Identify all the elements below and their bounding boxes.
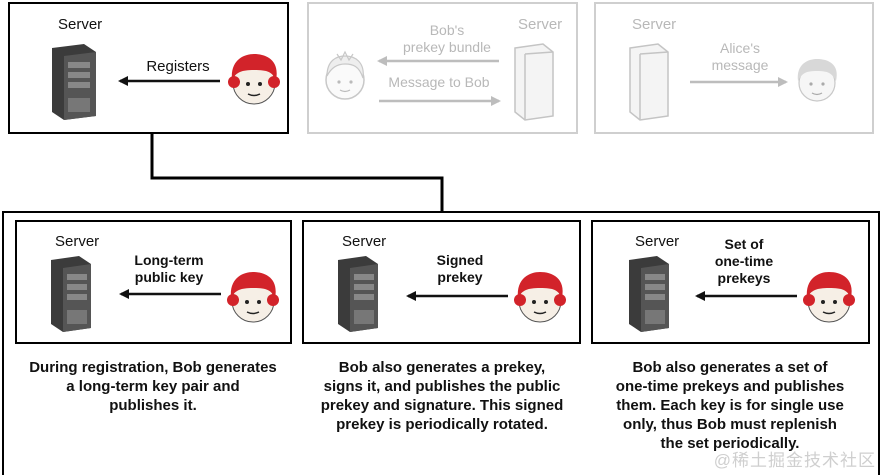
long-term-key-arrow [119,289,221,299]
bob-avatar-icon [228,54,280,105]
bob-avatar-icon [797,59,837,102]
register-panel: Server Registers [8,2,289,134]
server-label: Server [632,16,677,33]
server-label: Server [55,233,100,250]
server-icon [629,43,669,121]
alice-avatar-icon [325,50,365,100]
signed-prekey-label: Signed prekey [436,252,484,285]
step-1-caption: During registration, Bob generates a lon… [29,359,277,414]
server-icon [51,256,91,332]
bundle-label: Bob's prekey bundle [403,22,491,55]
signed-prekey-arrow [406,291,508,301]
prekey-bundle-panel: Server Bob's prekey bundle Message to Bo… [307,2,578,134]
step-long-term-key-panel: Server Long-term public key [15,220,292,344]
registers-label: Registers [146,58,210,75]
watermark: @稀土掘金技术社区 [713,451,876,470]
bob-avatar-icon [803,272,855,323]
step-one-time-prekeys-panel: Server Set of one-time prekeys [591,220,870,344]
alice-message-panel: Server Alice's message [594,2,874,134]
alice-message-label: Alice's message [711,40,769,73]
bob-avatar-icon [514,272,566,323]
server-icon [514,43,554,121]
delivery-arrow [690,77,788,87]
server-label: Server [342,233,387,250]
step-signed-prekey-panel: Server Signed prekey [302,220,581,344]
bob-avatar-icon [227,272,279,323]
server-icon [52,44,96,120]
server-icon [338,256,378,332]
long-term-key-label: Long-term public key [134,252,204,285]
step-3-caption: Bob also generates a set of one-time pre… [615,359,845,452]
one-time-prekeys-arrow [695,291,797,301]
server-label: Server [518,16,563,33]
server-label: Server [58,16,103,33]
message-to-bob-label: Message to Bob [388,74,490,90]
server-label: Server [635,233,680,250]
one-time-prekeys-label: Set of one-time prekeys [714,236,774,286]
step-2-caption: Bob also generates a prekey, signs it, a… [320,359,564,433]
faded-arrows [377,56,501,106]
server-icon [629,256,669,332]
register-arrow [118,76,220,86]
